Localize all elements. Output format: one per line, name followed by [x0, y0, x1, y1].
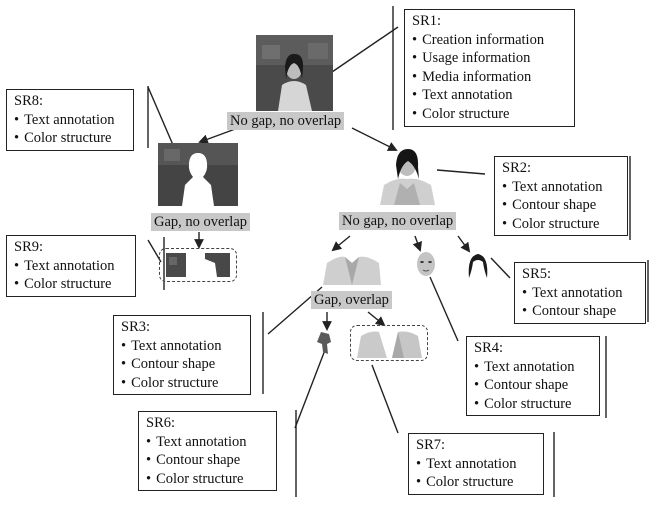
- callout-line-sr7: [371, 364, 399, 434]
- torso-part-right: [392, 328, 422, 358]
- sr5-item: Text annotation: [522, 284, 639, 303]
- sr1-list: Creation information Usage information M…: [412, 31, 568, 124]
- sr4-item: Color structure: [474, 395, 593, 414]
- sr2-item: Text annotation: [502, 178, 621, 197]
- background-fragment-left: [166, 253, 186, 277]
- hair-image: [467, 252, 489, 280]
- arrow-person-to-body: [331, 235, 351, 252]
- sr4-item: Contour shape: [474, 376, 593, 395]
- arrow-body-to-torso-parts: [367, 311, 386, 327]
- sr1-title: SR1:: [412, 13, 442, 29]
- sr7-list: Text annotation Color structure: [416, 455, 537, 492]
- sr6-item: Color structure: [146, 470, 270, 489]
- sr4-box: SR4: Text annotation Contour shape Color…: [466, 336, 600, 417]
- small-part-image: [317, 332, 333, 354]
- sr2-list: Text annotation Contour shape Color stru…: [502, 178, 621, 234]
- sr1-item: Usage information: [412, 49, 568, 68]
- sr7-item: Color structure: [416, 473, 537, 492]
- callout-line-sr5: [490, 257, 511, 279]
- sr4-title: SR4:: [474, 340, 504, 356]
- arrow-person-to-hair: [457, 235, 471, 253]
- relation-label-root: No gap, no overlap: [227, 112, 345, 130]
- sr9-box: SR9: Text annotation Color structure: [6, 235, 136, 297]
- sr3-item: Color structure: [121, 374, 244, 393]
- callout-line-sr1: [331, 26, 399, 73]
- callout-line-sr6: [294, 349, 326, 429]
- sr3-item: Contour shape: [121, 355, 244, 374]
- arrow-root-to-person: [351, 127, 398, 151]
- sr1-item: Color structure: [412, 105, 568, 124]
- sr8-item: Color structure: [14, 129, 127, 148]
- body-image: [321, 251, 383, 285]
- callout-line-sr9: [147, 239, 162, 263]
- sr6-list: Text annotation Contour shape Color stru…: [146, 433, 270, 489]
- sr9-list: Text annotation Color structure: [14, 257, 129, 294]
- sr5-box: SR5: Text annotation Contour shape: [514, 262, 646, 324]
- sr6-item: Text annotation: [146, 433, 270, 452]
- background-fragments-group: [159, 248, 237, 282]
- sr5-list: Text annotation Contour shape: [522, 284, 639, 321]
- relation-label-person: No gap, no overlap: [339, 212, 457, 230]
- sr5-title: SR5:: [522, 266, 552, 282]
- sr7-box: SR7: Text annotation Color structure: [408, 433, 544, 495]
- sr1-item: Media information: [412, 68, 568, 87]
- face-image: [415, 251, 437, 277]
- sr8-item: Text annotation: [14, 111, 127, 130]
- sr3-box: SR3: Text annotation Contour shape Color…: [113, 315, 251, 396]
- sr2-box: SR2: Text annotation Contour shape Color…: [494, 156, 628, 237]
- sr9-title: SR9:: [14, 239, 44, 255]
- torso-parts-group: [350, 325, 428, 361]
- sr1-item: Text annotation: [412, 86, 568, 105]
- sr9-item: Color structure: [14, 275, 129, 294]
- sr4-item: Text annotation: [474, 358, 593, 377]
- callout-line-sr2: [436, 169, 486, 175]
- sr1-item: Creation information: [412, 31, 568, 50]
- sr9-item: Text annotation: [14, 257, 129, 276]
- relation-label-background: Gap, no overlap: [151, 213, 251, 231]
- sr3-list: Text annotation Contour shape Color stru…: [121, 337, 244, 393]
- sr8-title: SR8:: [14, 93, 44, 109]
- sr4-list: Text annotation Contour shape Color stru…: [474, 358, 593, 414]
- background-fragment-right: [205, 253, 230, 277]
- sr5-item: Contour shape: [522, 302, 639, 321]
- sr6-title: SR6:: [146, 415, 176, 431]
- root-image: [256, 35, 333, 111]
- background-image: [158, 143, 238, 206]
- sr2-item: Color structure: [502, 215, 621, 234]
- sr3-item: Text annotation: [121, 337, 244, 356]
- sr2-item: Contour shape: [502, 196, 621, 215]
- callout-line-sr4: [429, 276, 459, 342]
- sr8-list: Text annotation Color structure: [14, 111, 127, 148]
- sr7-item: Text annotation: [416, 455, 537, 474]
- torso-part-left: [357, 328, 387, 358]
- sr8-box: SR8: Text annotation Color structure: [6, 89, 134, 151]
- sr3-title: SR3:: [121, 319, 151, 335]
- sr2-title: SR2:: [502, 160, 532, 176]
- sr1-box: SR1: Creation information Usage informat…: [404, 9, 575, 127]
- sr6-item: Contour shape: [146, 451, 270, 470]
- callout-line-sr8: [147, 86, 174, 146]
- sr6-box: SR6: Text annotation Contour shape Color…: [138, 411, 277, 492]
- arrow-person-to-face: [412, 235, 422, 252]
- sr7-title: SR7:: [416, 437, 446, 453]
- person-image: [374, 143, 441, 205]
- arrow-root-to-background: [198, 127, 239, 144]
- relation-label-body: Gap, overlap: [311, 291, 392, 309]
